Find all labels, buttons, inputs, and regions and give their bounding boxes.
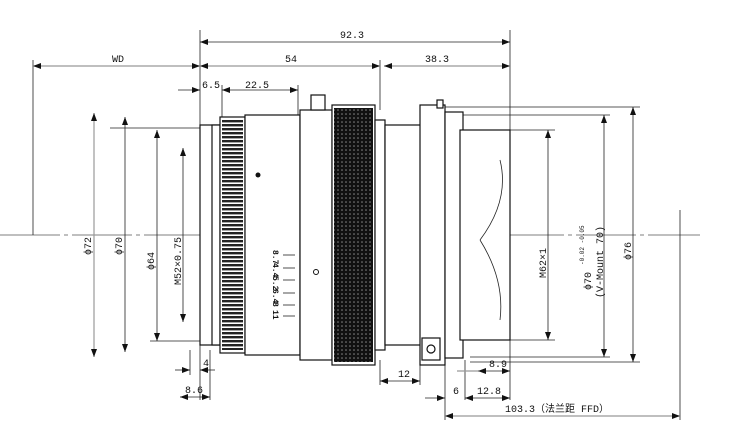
index-dot xyxy=(255,172,261,178)
dim-4: 4 xyxy=(203,359,209,370)
aperture-value: 11 xyxy=(270,310,279,320)
aperture-value: 6.4 xyxy=(270,289,279,304)
dim-6: 6 xyxy=(453,387,459,398)
aperture-value: 8.7 xyxy=(270,250,279,265)
dim-front-offset: 6.5 xyxy=(202,81,220,92)
dim-8-9: 8.9 xyxy=(489,360,507,371)
aperture-value: 5.2 xyxy=(270,276,279,291)
rear-element xyxy=(459,129,511,341)
dim-focus-ring: 22.5 xyxy=(245,81,269,92)
aperture-value: 4.4 xyxy=(270,263,279,278)
dim-12: 12 xyxy=(398,370,410,381)
dim-wd: WD xyxy=(112,55,124,66)
dim-d64: ϕ64 xyxy=(146,252,158,270)
dim-8-6: 8.6 xyxy=(185,386,203,397)
spacer-ring xyxy=(374,119,386,351)
dim-rear-length: 38.3 xyxy=(425,55,449,66)
dim-overall: 92.3 xyxy=(340,31,364,42)
aperture-value: 8 xyxy=(270,302,279,307)
barrel-mid xyxy=(299,109,333,361)
index-circle xyxy=(313,269,319,275)
dim-mount-thread: M62×1 xyxy=(539,248,550,278)
mount-flange xyxy=(419,104,446,366)
dim-12-8: 12.8 xyxy=(477,387,501,398)
dim-ffd: 103.3（法兰距 FFD） xyxy=(505,402,609,416)
mount-body xyxy=(384,124,423,346)
rear-lens-curve xyxy=(479,159,503,321)
dim-vmount-name: (V-Mount 70) xyxy=(595,226,607,298)
locking-screw xyxy=(310,94,326,111)
dim-filter-thread: M52×0.75 xyxy=(174,237,185,285)
horizontal-dimensions: 92.3 WD 54 38.3 6.5 22.5 4 8.6 12 8.9 6 … xyxy=(33,31,680,419)
lens-body: 8.7 4.4 5.2 6.4 8 11 xyxy=(199,94,511,366)
vertical-dimensions: ϕ72 ϕ70 ϕ64 M52×0.75 M62×1 ϕ70 -0.02 -0.… xyxy=(83,106,640,363)
filter-ring-inner xyxy=(211,124,221,346)
dim-d70: ϕ70 xyxy=(114,237,126,255)
flange-pin xyxy=(436,99,444,109)
dim-front-length: 54 xyxy=(285,55,297,66)
dim-d72: ϕ72 xyxy=(83,237,95,255)
lock-tab xyxy=(421,337,441,361)
barrel-front xyxy=(244,114,301,356)
lock-hole xyxy=(426,344,436,354)
aperture-ticks xyxy=(283,254,295,317)
dim-vmount-tolerance: -0.02 -0.05 xyxy=(579,225,586,265)
aperture-scale: 8.7 4.4 5.2 6.4 8 11 xyxy=(270,250,279,320)
dim-vmount-dia: ϕ70 xyxy=(583,272,595,290)
aperture-ring-knurl xyxy=(334,108,373,362)
dim-d76: ϕ76 xyxy=(623,242,635,260)
focus-ring-knurl xyxy=(222,120,243,350)
